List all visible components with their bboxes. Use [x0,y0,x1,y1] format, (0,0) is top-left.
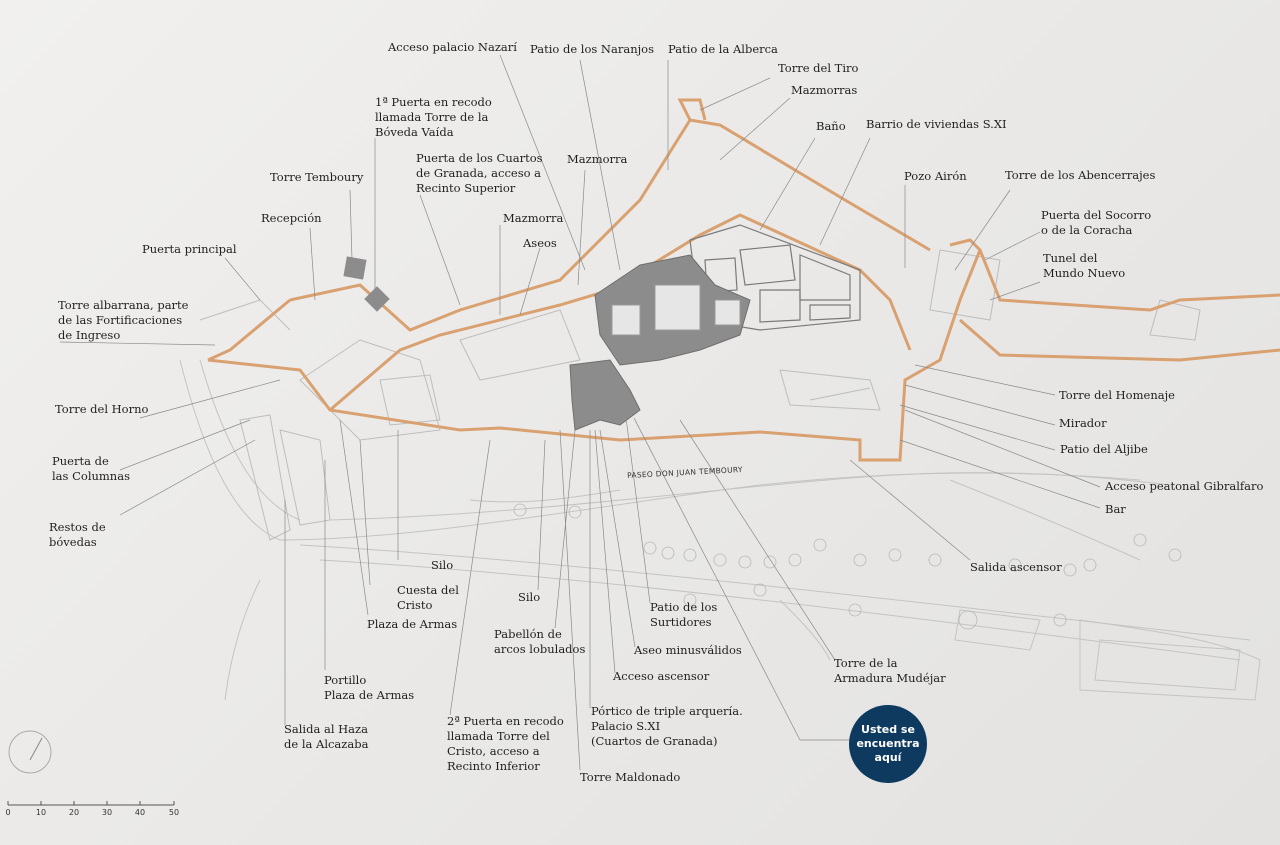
label-torre-maldonado: Torre Maldonado [580,770,681,784]
nasrid-palace [569,254,751,431]
label-torre-horno: Torre del Horno [55,402,149,416]
label-torre-armadura: Torre de la Armadura Mudéjar [834,656,946,685]
label-bar: Bar [1105,502,1126,516]
label-pabellon: Pabellón de arcos lobulados [494,627,586,656]
palace-courtyards [611,284,741,336]
you-are-here-marker: Usted se encuentra aquí [849,705,927,783]
scale-tick: 40 [134,808,146,817]
label-torre-temboury: Torre Temboury [270,170,364,184]
label-patio-aljibe: Patio del Aljibe [1060,442,1148,456]
entrance-towers [343,256,390,312]
label-puerta-cuartos: Puerta de los Cuartos de Granada, acceso… [416,151,543,195]
label-patio-surtidores: Patio de los Surtidores [650,600,718,629]
label-mazmorra-2: Mazmorra [503,211,564,225]
label-tunel: Tunel del Mundo Nuevo [1043,251,1126,280]
label-puerta-socorro: Puerta del Socorro o de la Coracha [1041,208,1152,237]
label-silo-2: Silo [518,590,541,604]
scale-tick: 10 [35,808,47,817]
you-are-here-text: Usted se encuentra aquí [856,723,920,764]
scale-labels: 0 10 20 30 40 50 [0,808,200,822]
label-patio-naranjos: Patio de los Naranjos [530,42,655,56]
label-pozo-airon: Pozo Airón [904,169,967,183]
label-torre-albarrana: Torre albarrana, parte de las Fortificac… [58,298,189,342]
scale-bar [7,801,175,806]
scale-tick: 50 [168,808,180,817]
label-acceso-palacio: Acceso palacio Nazarí [388,40,517,54]
label-salida-ascensor: Salida ascensor [970,560,1062,574]
leader-lines [59,54,1101,771]
trees [513,503,1182,630]
label-cuesta-cristo: Cuesta del Cristo [397,583,459,612]
label-mazmorras: Mazmorras [791,83,858,97]
label-aseos: Aseos [523,236,557,250]
label-barrio: Barrio de viviendas S.XI [866,117,1007,131]
label-primera-puerta: 1ª Puerta en recodo llamada Torre de la … [375,95,492,139]
label-salida-haza: Salida al Haza de la Alcazaba [284,722,369,751]
label-torre-abencerrajes: Torre de los Abencerrajes [1005,168,1156,182]
label-mirador: Mirador [1059,416,1107,430]
compass [8,730,52,774]
scale-tick: 0 [5,808,11,817]
label-recepcion: Recepción [261,211,322,225]
label-plaza-armas: Plaza de Armas [367,617,458,631]
label-mazmorra-1: Mazmorra [567,152,628,166]
label-silo-1: Silo [431,558,454,572]
label-portico: Pórtico de triple arquería. Palacio S.XI… [591,704,743,748]
label-acceso-peatonal: Acceso peatonal Gibralfaro [1105,479,1264,493]
scale-tick: 30 [101,808,113,817]
label-segunda-puerta: 2ª Puerta en recodo llamada Torre del Cr… [447,714,564,773]
label-bano: Baño [816,119,846,133]
label-aseo-minusvalidos: Aseo minusválidos [634,643,742,657]
label-torre-homenaje: Torre del Homenaje [1059,388,1175,402]
label-restos-bovedas: Restos de bóvedas [49,520,106,549]
label-acceso-ascensor: Acceso ascensor [613,669,710,683]
scale-tick: 20 [68,808,80,817]
inner-structures [199,249,1201,541]
label-patio-alberca: Patio de la Alberca [668,42,778,56]
label-puerta-principal: Puerta principal [142,242,237,256]
label-torre-tiro: Torre del Tiro [778,61,859,75]
label-portillo: Portillo Plaza de Armas [324,673,415,702]
label-puerta-columnas: Puerta de las Columnas [52,454,130,483]
terrain-lines [179,359,1261,701]
